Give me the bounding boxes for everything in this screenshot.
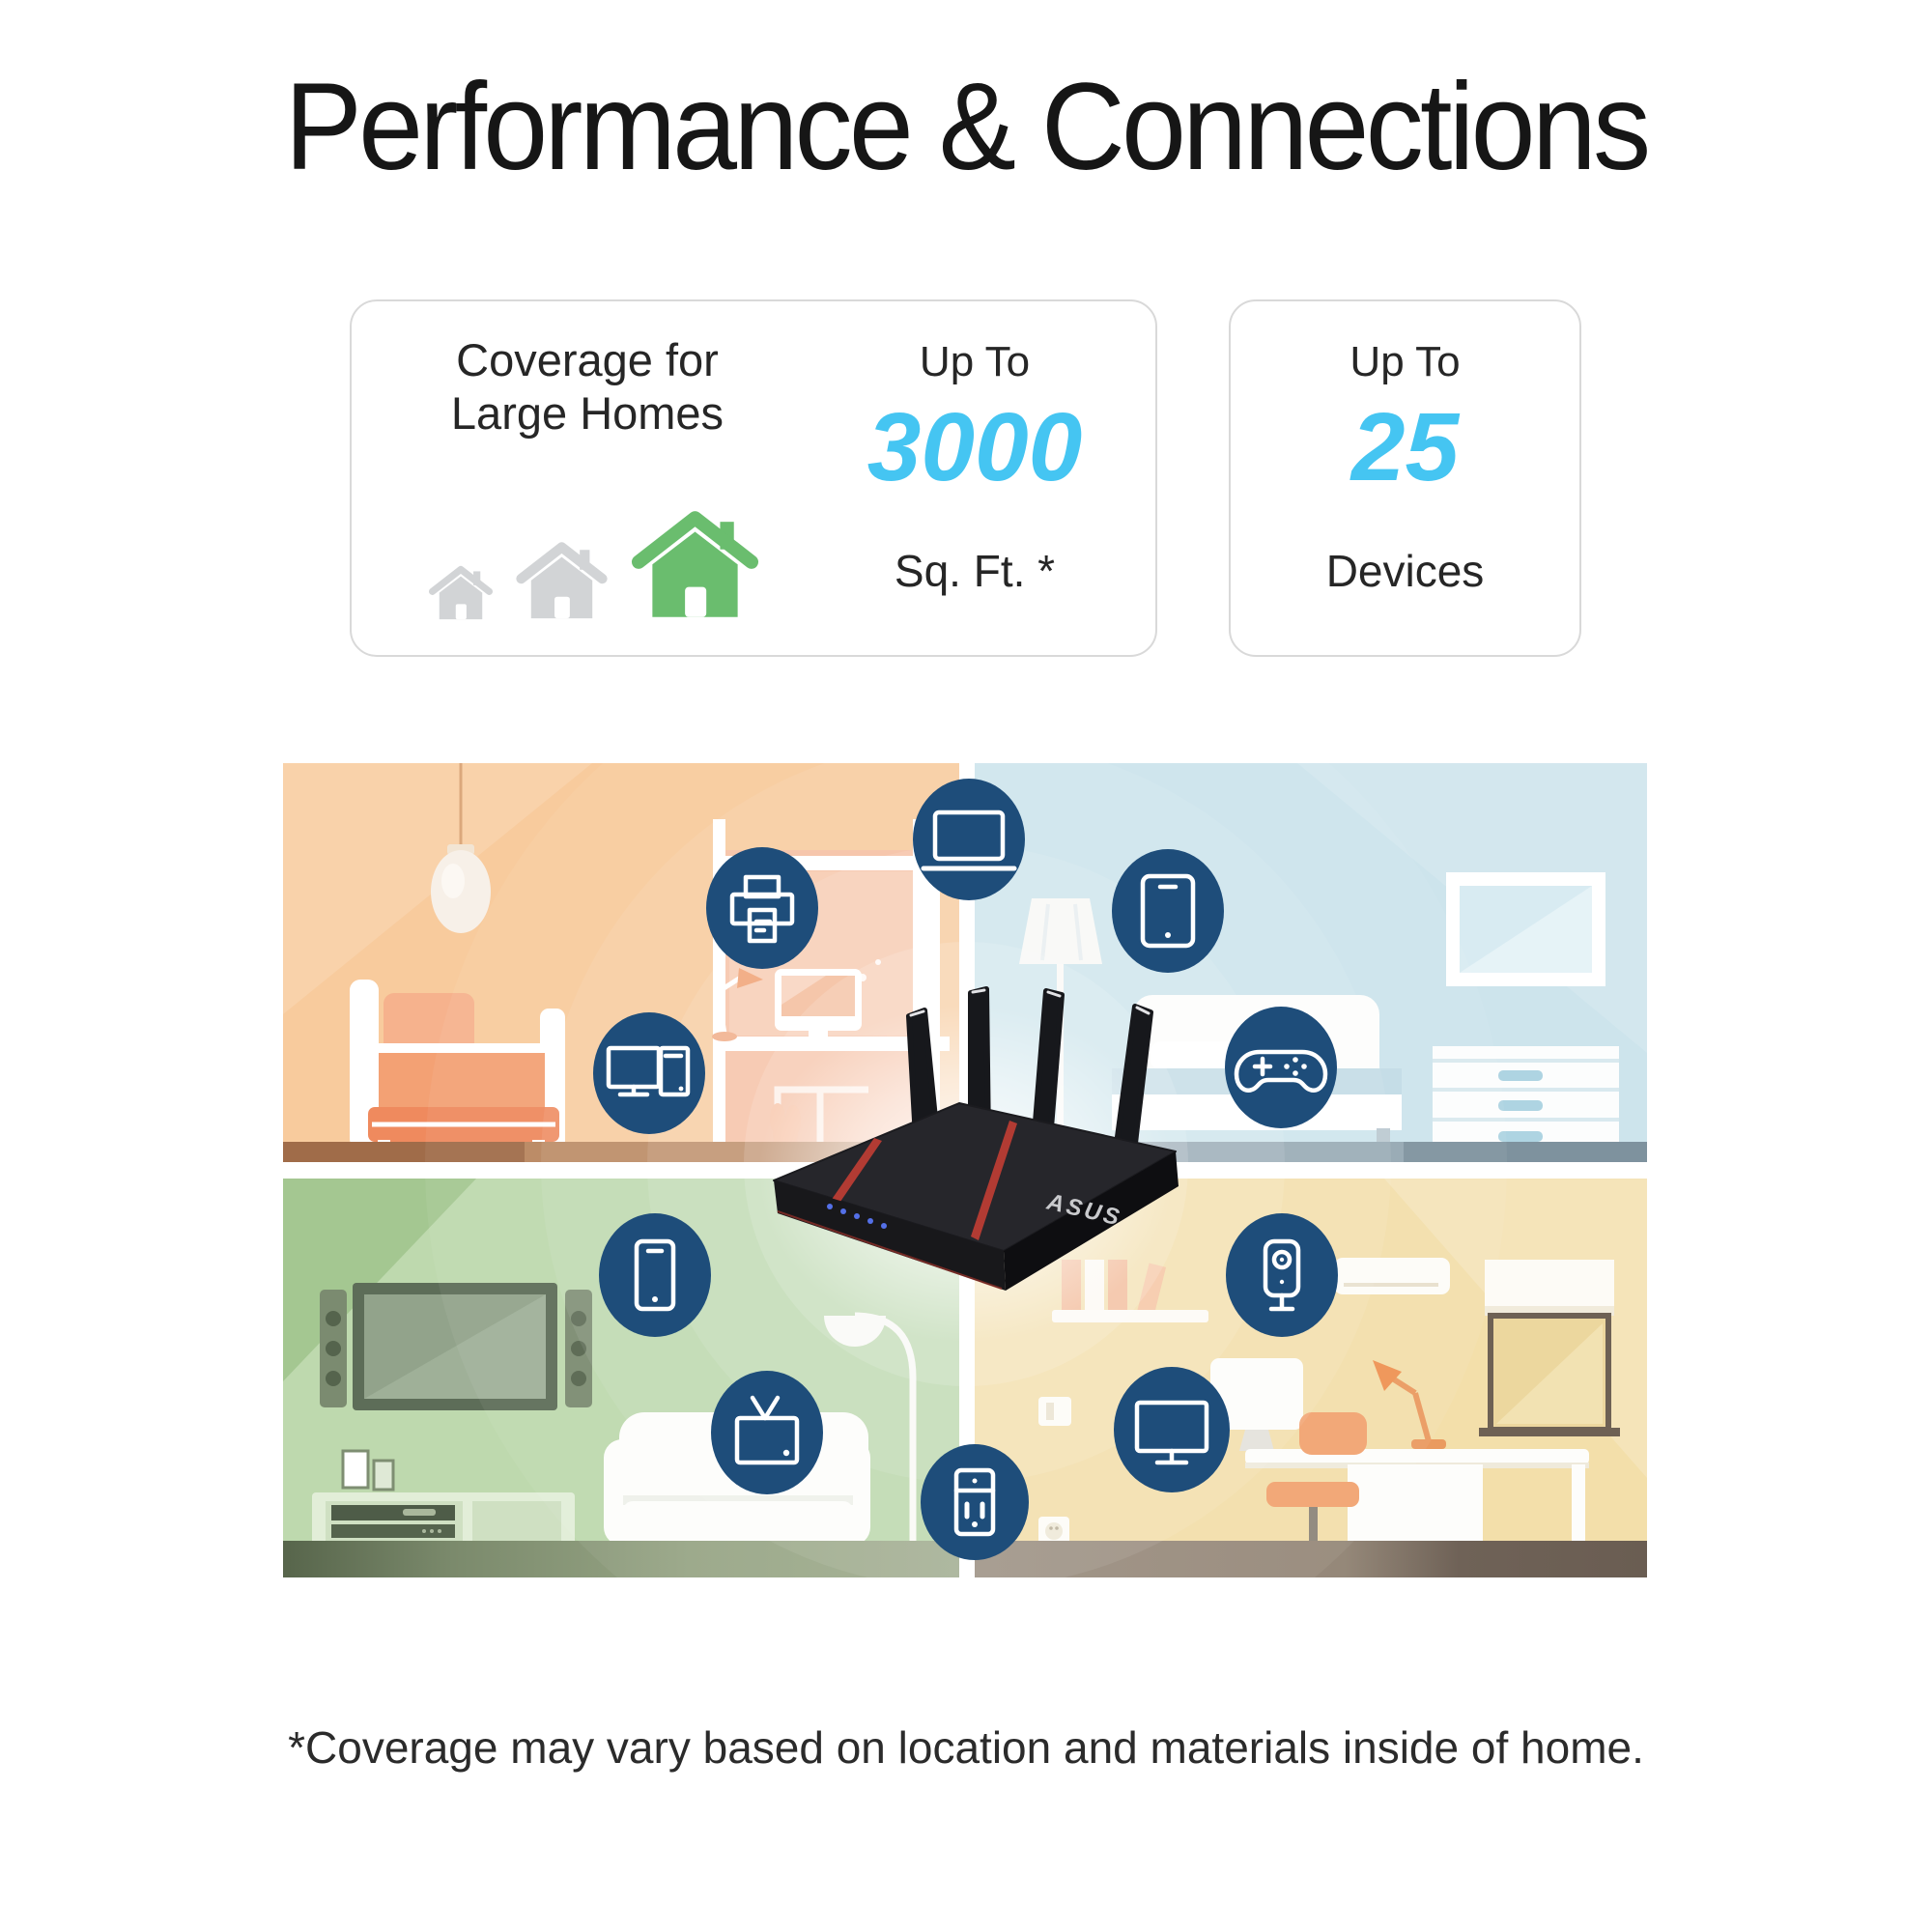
yellow-floor (975, 1541, 1647, 1577)
wall-tv (320, 1283, 592, 1410)
house-size-comparison (388, 504, 800, 622)
printer-icon (706, 847, 818, 969)
medium-house-icon (515, 537, 609, 622)
blue-bedroom (975, 763, 1647, 1164)
small-house-icon (428, 562, 494, 622)
home-coverage-illustration: ASUS (283, 763, 1647, 1577)
media-console (312, 1492, 575, 1552)
bed (350, 980, 565, 1163)
smart-plug-icon (921, 1444, 1029, 1560)
tablet-icon (1112, 849, 1224, 973)
window (1479, 1260, 1620, 1436)
coverage-value: 3000 (867, 393, 1083, 501)
coverage-upto-label: Up To (919, 338, 1031, 385)
coverage-unit: Sq. Ft. * (894, 546, 1056, 596)
laptop-icon (913, 779, 1025, 900)
desk-lamp (1373, 1360, 1446, 1449)
green-floor (283, 1541, 961, 1577)
router-image: ASUS (773, 986, 1179, 1291)
devices-unit: Devices (1325, 546, 1485, 596)
desktop-computer-icon (593, 1012, 705, 1134)
router-leds (827, 1204, 887, 1229)
coverage-card: Coverage for Large Homes (350, 299, 1157, 657)
tv-icon (711, 1371, 823, 1494)
devices-upto-label: Up To (1350, 338, 1461, 385)
coverage-label-line1: Coverage for (456, 334, 719, 385)
coverage-label: Coverage for Large Homes (369, 334, 806, 440)
router-front-right (1004, 1151, 1179, 1291)
large-house-icon (630, 504, 760, 622)
photo-frames (341, 1449, 370, 1490)
security-camera-icon (1226, 1213, 1338, 1337)
coverage-label-line2: Large Homes (450, 386, 724, 439)
game-controller-icon (1225, 1007, 1337, 1128)
picture-frame (1446, 872, 1605, 986)
devices-value: 25 (1350, 393, 1460, 501)
ac-unit (1334, 1258, 1450, 1294)
devices-card: Up To 25 Devices (1229, 299, 1581, 657)
page-title: Performance & Connections (284, 58, 1652, 196)
dresser (1433, 1046, 1619, 1148)
hanging-lamp (431, 763, 491, 933)
wall-outlet (1038, 1517, 1069, 1546)
monitor-icon (1114, 1367, 1230, 1492)
smartphone-icon (599, 1213, 711, 1337)
disclaimer-text: *Coverage may vary based on location and… (288, 1722, 1644, 1773)
